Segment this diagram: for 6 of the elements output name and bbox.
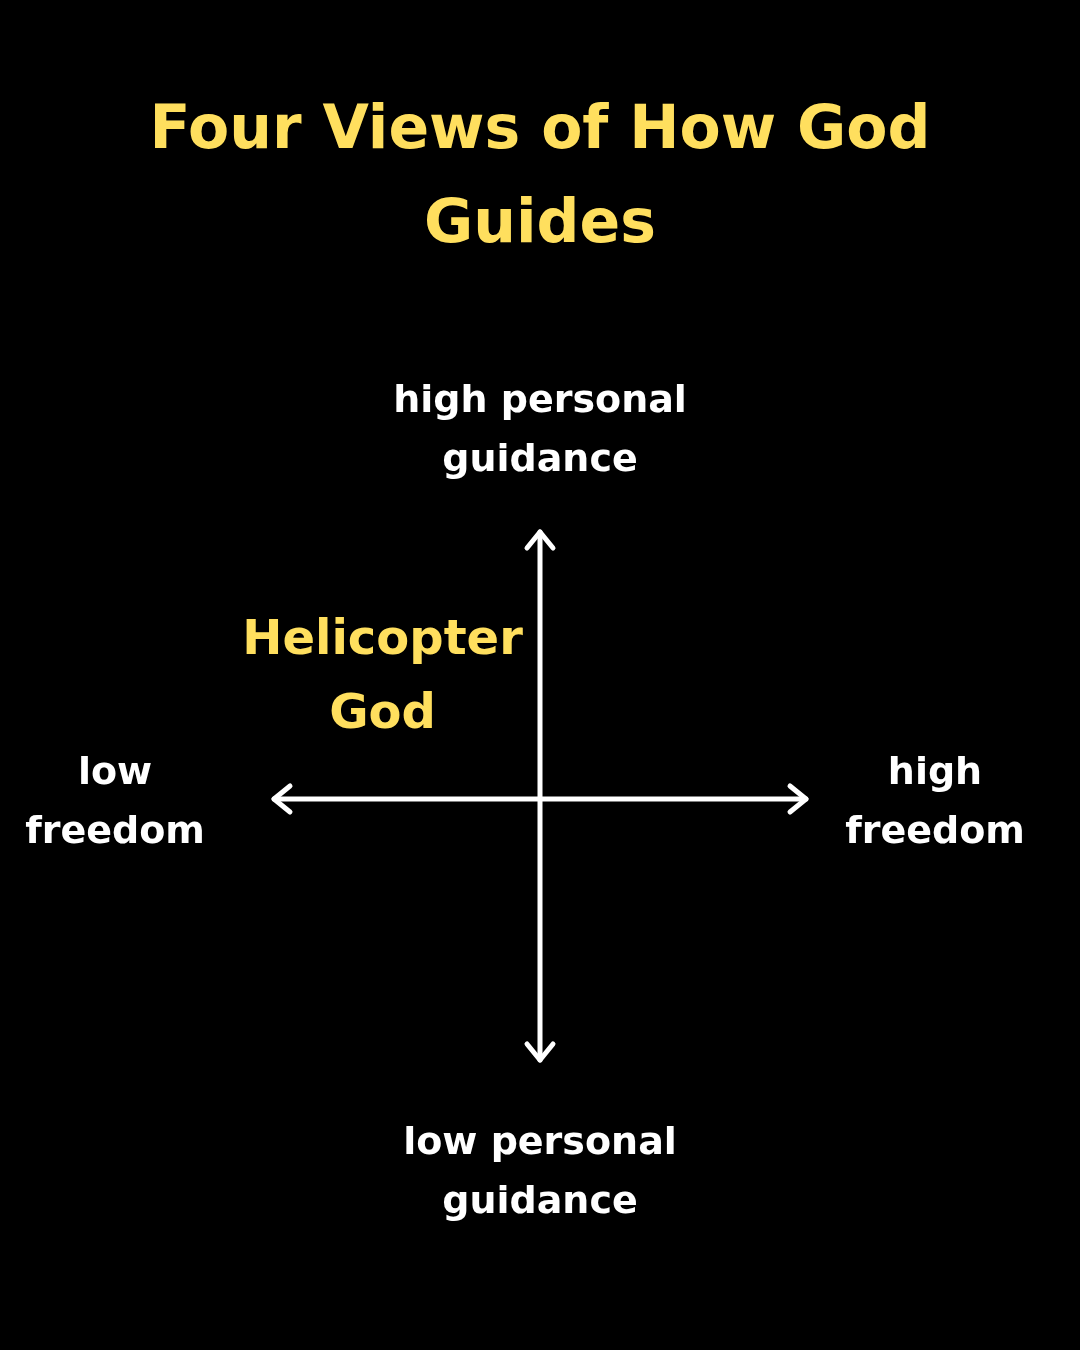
axis-label: low personal guidance (402, 1118, 678, 1224)
axis-label: high freedom (844, 748, 1026, 854)
axis-label: low freedom (24, 748, 206, 854)
axis-label: high personal guidance (392, 376, 688, 482)
quadrant-label: Helicopter God (241, 608, 524, 741)
title: Four Views of How God Guides (148, 91, 932, 258)
